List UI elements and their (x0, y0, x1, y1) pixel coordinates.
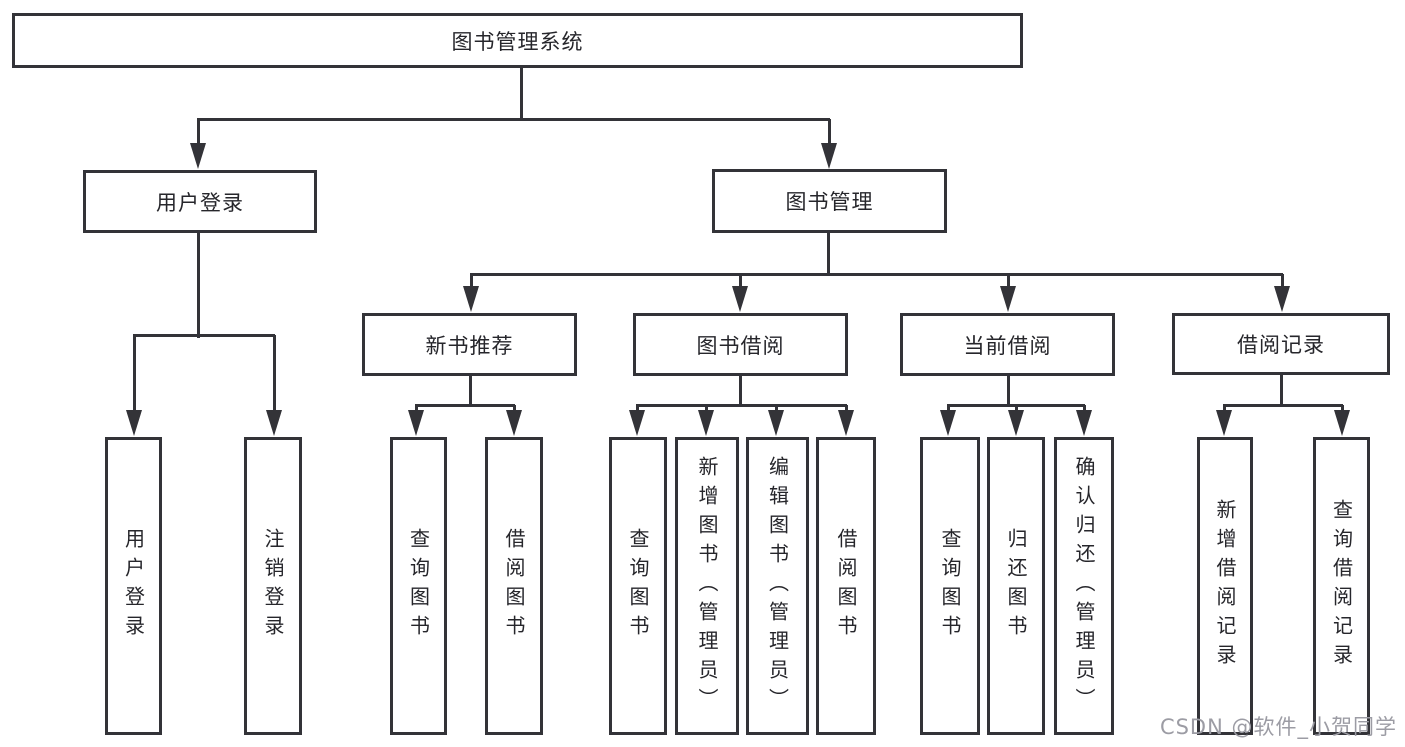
node-new-book-recommend: 新书推荐 (362, 313, 577, 376)
connector-line (513, 405, 516, 413)
connector-line (827, 233, 830, 276)
node-borrow-records-label: 借阅记录 (1237, 333, 1325, 357)
arrowhead-icon (768, 410, 784, 436)
connector-line (415, 405, 418, 413)
node-borrow-records: 借阅记录 (1172, 313, 1390, 375)
node-new-book-recommend-label: 新书推荐 (425, 333, 514, 358)
leaf-add-borrow-record-label: 新增借阅记录 (1213, 499, 1237, 673)
leaf-logout: 注销登录 (244, 437, 302, 735)
leaf-borrow-books-label: 借阅图书 (502, 528, 526, 644)
arrowhead-icon (698, 410, 714, 436)
connector-line (197, 233, 200, 338)
node-book-management-label: 图书管理 (785, 190, 874, 214)
leaf-add-book-admin: 新增图书（管理员） (675, 437, 739, 735)
connector-line (739, 374, 742, 407)
node-book-management: 图书管理 (712, 169, 947, 233)
connector-line (705, 405, 708, 413)
leaf-query-borrow-record-label: 查询借阅记录 (1329, 499, 1354, 673)
leaf-user-login-label: 用户登录 (121, 528, 146, 644)
connector-line (636, 405, 639, 413)
connector-line (520, 66, 523, 120)
connector-line (1223, 404, 1343, 407)
leaf-return-book: 归还图书 (987, 437, 1045, 735)
node-current-borrow: 当前借阅 (900, 313, 1115, 376)
node-root: 图书管理系统 (12, 13, 1023, 68)
leaf-logout-label: 注销登录 (261, 528, 285, 644)
leaf-query-books-3-label: 查询图书 (938, 528, 962, 644)
leaf-confirm-return-admin: 确认归还（管理员） (1054, 437, 1114, 735)
arrowhead-icon (1216, 410, 1232, 436)
leaf-edit-book-admin: 编辑图书（管理员） (746, 437, 809, 735)
connector-line (133, 335, 136, 413)
arrowhead-icon (1334, 410, 1350, 436)
arrowhead-icon (1274, 286, 1290, 312)
leaf-query-books-label: 查询图书 (406, 528, 431, 644)
leaf-query-books: 查询图书 (390, 437, 447, 735)
watermark: CSDN @软件_小贺同学 (1159, 715, 1397, 739)
arrowhead-icon (821, 143, 837, 169)
leaf-borrow-books-2: 借阅图书 (816, 437, 876, 735)
arrowhead-icon (408, 410, 424, 436)
connector-line (1281, 274, 1284, 289)
leaf-query-books-2-label: 查询图书 (626, 528, 650, 644)
arrowhead-icon (1076, 410, 1092, 436)
arrowhead-icon (126, 410, 142, 436)
connector-line (469, 374, 472, 407)
arrowhead-icon (190, 143, 206, 169)
node-current-borrow-label: 当前借阅 (963, 333, 1052, 358)
arrowhead-icon (629, 410, 645, 436)
connector-line (947, 404, 1085, 407)
connector-line (197, 119, 200, 146)
leaf-confirm-return-admin-label: 确认归还（管理员） (1072, 455, 1096, 717)
connector-line (845, 405, 848, 413)
connector-line (1015, 405, 1018, 413)
node-user-login: 用户登录 (83, 170, 317, 233)
connector-line (828, 119, 831, 146)
arrowhead-icon (732, 286, 748, 312)
leaf-add-borrow-record: 新增借阅记录 (1197, 437, 1253, 735)
connector-line (470, 273, 1283, 276)
leaf-query-borrow-record: 查询借阅记录 (1313, 437, 1370, 735)
leaf-edit-book-admin-label: 编辑图书（管理员） (765, 455, 790, 717)
node-user-login-label: 用户登录 (156, 190, 244, 215)
leaf-borrow-books: 借阅图书 (485, 437, 543, 735)
connector-line (1341, 405, 1344, 413)
connector-line (1223, 405, 1226, 413)
arrowhead-icon (940, 410, 956, 436)
arrowhead-icon (506, 410, 522, 436)
arrowhead-icon (1008, 410, 1024, 436)
arrowhead-icon (1000, 286, 1016, 312)
leaf-query-books-2: 查询图书 (609, 437, 667, 735)
connector-line (1280, 374, 1283, 407)
connector-line (636, 404, 847, 407)
connector-line (947, 405, 950, 413)
connector-line (415, 404, 515, 407)
connector-line (197, 118, 830, 121)
connector-line (470, 274, 473, 289)
connector-line (775, 405, 778, 413)
node-book-borrow-label: 图书借阅 (696, 333, 785, 358)
leaf-return-book-label: 归还图书 (1004, 528, 1028, 644)
connector-line (273, 335, 276, 413)
connector-line (1007, 374, 1010, 407)
connector-line (133, 334, 275, 337)
connector-line (739, 274, 742, 289)
leaf-add-book-admin-label: 新增图书（管理员） (695, 455, 719, 717)
node-book-borrow: 图书借阅 (633, 313, 848, 376)
leaf-borrow-books-2-label: 借阅图书 (834, 528, 858, 644)
node-root-label: 图书管理系统 (451, 29, 584, 54)
connector-line (1083, 405, 1086, 413)
arrowhead-icon (838, 410, 854, 436)
arrowhead-icon (266, 410, 282, 436)
connector-line (1007, 274, 1010, 289)
leaf-user-login: 用户登录 (105, 437, 162, 735)
leaf-query-books-3: 查询图书 (920, 437, 980, 735)
arrowhead-icon (463, 286, 479, 312)
